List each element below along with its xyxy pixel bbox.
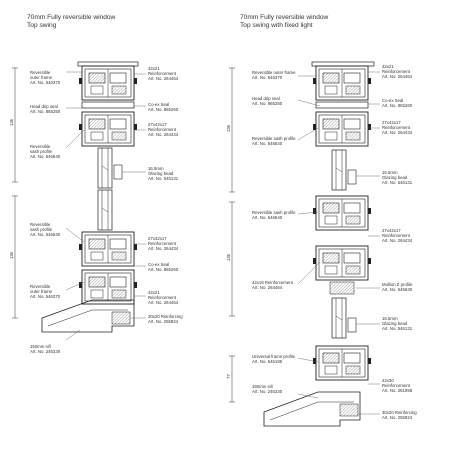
left-title: 70mm Fully reversible window (27, 14, 116, 21)
label-sash-profile-bottom: Reversible sash profile Art. No. 546540 (30, 222, 61, 237)
left-panel-title: 70mm Fully reversible window Top swing (27, 14, 115, 30)
label-reinf-42x21-bottom: 42x21 Reinforcement Art. No. 264464 (148, 290, 179, 305)
label-r-glazing-bead-top: 16.5mm Glazing bead Art. No. 546131 (382, 170, 413, 185)
label-r-outer-frame: Reversible outer frame Art. No. 546370 (252, 70, 296, 80)
label-sash-profile-top: Reversible sash profile Art. No. 546540 (30, 144, 61, 159)
left-dim-lower: 136 (9, 252, 14, 259)
label-outer-frame-bottom: Reversible outer frame Art. No. 546370 (30, 284, 61, 299)
right-dim-lower: 136 (226, 254, 231, 261)
label-reinf-42x21-top: 42x21 Reinforcement Art. No. 264464 (148, 66, 179, 81)
label-head-drip-seal: Head drip seal Art. No. 865250 (30, 104, 61, 114)
left-section-drawing (12, 61, 146, 341)
label-coex-seal-top: Co-ex Seal Art. No. 865260 (148, 102, 179, 112)
label-r-reinf-27x42-mid: 27x42x17 Reinforcement Art. No. 264434 (382, 228, 413, 243)
label-r-sash-profile-mid: Reversible sash profile Art. No. 546540 (252, 210, 296, 220)
left-dim-upper: 136 (9, 119, 14, 126)
label-reinf-27x42-top: 27x42x17 Reinforcement Art. No. 264434 (148, 122, 179, 137)
right-subtitle: Top swing with fixed light (240, 22, 313, 29)
label-r-sill: 150mm sill Art. No. 246330 (252, 384, 283, 394)
right-dim-bottom: 77 (225, 374, 231, 379)
label-r-reinf-27x42-top: 27x42x17 Reinforcement Art. No. 264434 (382, 120, 413, 135)
label-r-glazing-bead-bottom: 16.5mm Glazing bead Art. No. 546131 (382, 316, 413, 331)
right-panel-title: 70mm Fully reversible window Top swing w… (240, 14, 328, 30)
left-subtitle: Top swing (27, 22, 57, 29)
label-r-reinf-42x16: 42x16 Reinforcement Art. No. 264464 (252, 280, 293, 290)
label-r-coex-seal: Co-ex Seal Art. No. 865260 (382, 98, 413, 108)
label-r-reinf-42x21: 42x21 Reinforcement Art. No. 264464 (382, 64, 413, 79)
label-r-mullion: Mullion Z profile Art. No. 546630 (382, 282, 413, 292)
label-coex-seal-bottom: Co-ex Seal Art. No. 865260 (148, 262, 179, 272)
label-r-universal-frame: Universal frame profile Art. No. 546185 (252, 354, 295, 364)
label-sill: 150mm sill Art. No. 246330 (30, 344, 61, 354)
right-dim-upper: 136 (226, 125, 231, 132)
label-glazing-bead: 16.5mm Glazing bead Art. No. 546131 (148, 166, 179, 181)
label-r-reinf-42x30: 42x30 Reinforcement Art. No. 261958 (382, 378, 413, 393)
right-section-drawing (229, 61, 380, 427)
label-reinf-27x42-bottom: 27x42x17 Reinforcement Art. No. 264434 (148, 236, 179, 251)
label-outer-frame-top: Reversible outer frame Art. No. 546370 (30, 70, 61, 85)
label-r-head-drip-seal: Head drip seal Art. No. 865250 (252, 96, 283, 106)
label-r-reinf-30x20: 30x20 Reinforcing Art. No. 255924 (382, 410, 417, 420)
label-reinf-30x20: 30x20 Reinforcing Art. No. 255924 (148, 314, 183, 324)
right-title: 70mm Fully reversible window (240, 14, 329, 21)
label-r-sash-profile-top: Reversible sash profile Art. No. 546540 (252, 136, 296, 146)
